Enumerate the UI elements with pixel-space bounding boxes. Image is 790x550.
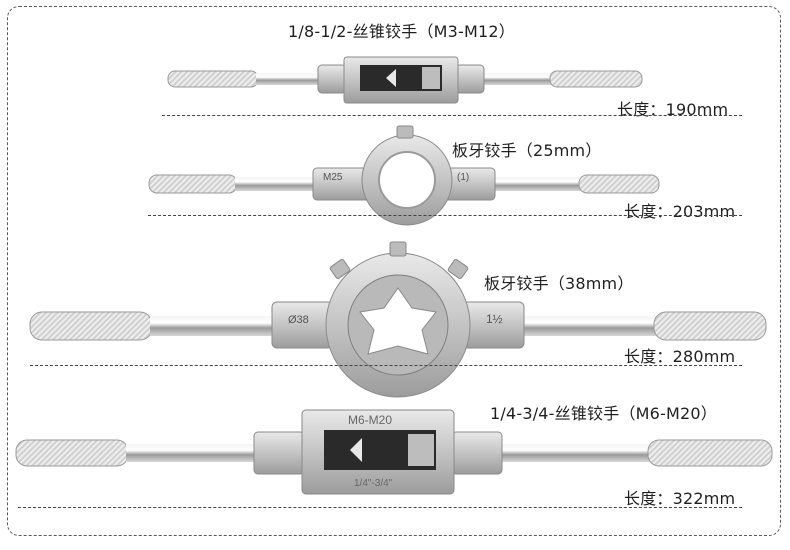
tool-4-divider (18, 507, 742, 508)
tool-1-divider (162, 115, 742, 116)
die-mark-38: Ø38 (288, 314, 309, 326)
wrench-mark-m6-m20: M6-M20 (348, 413, 392, 427)
die-stock-25mm-image: M25 (1) (148, 125, 660, 226)
tool-1-title: 1/8-1/2-丝锥铰手（M3-M12） (288, 22, 515, 41)
die-mark-1-1-2: 1½ (486, 312, 503, 326)
die-mark-m25: M25 (323, 172, 343, 183)
wrench-mark-size: 1/4"-3/4" (354, 478, 393, 489)
product-frame (7, 6, 781, 536)
tool-1-length: 长度：190mm (617, 100, 729, 119)
tool-4-title: 1/4-3/4-丝锥铰手（M6-M20） (490, 404, 717, 423)
tap-wrench-large-image: M6-M20 1/4"-3/4" (15, 409, 773, 495)
tool-2-length: 长度：203mm (624, 202, 736, 221)
die-mark-1: (1) (457, 172, 469, 183)
tool-2-divider (148, 215, 742, 216)
tap-wrench-small-image (167, 56, 643, 104)
die-stock-38mm-image: Ø38 1½ (29, 241, 767, 398)
tool-3-length: 长度：280mm (624, 347, 736, 366)
tool-3-title: 板牙铰手（38mm） (484, 274, 634, 293)
tool-3-divider (30, 365, 742, 366)
tool-2-title: 板牙铰手（25mm） (452, 141, 602, 160)
tool-4-length: 长度：322mm (624, 489, 736, 508)
